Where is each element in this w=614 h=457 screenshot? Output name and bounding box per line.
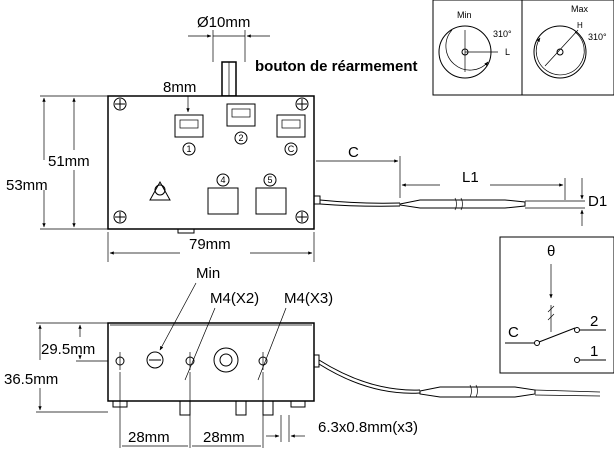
terminal-tab [262, 400, 274, 416]
switch-c-label: C [508, 324, 519, 341]
side-view [107, 322, 320, 416]
switch-theta-label: θ [547, 243, 555, 260]
side-housing [107, 322, 315, 402]
min-adjust-screw[interactable] [146, 351, 164, 369]
terminal-label-5: 5 [267, 175, 272, 185]
terminal-label-2: 2 [238, 133, 243, 143]
switch-schematic: θ C 2 1 [499, 236, 614, 374]
max-dial: Max 310° H [533, 4, 607, 79]
top-housing [107, 95, 315, 230]
tab-size-label: 6.3x0.8mm(x3) [318, 419, 418, 436]
corner-screw-icon [295, 97, 309, 111]
min-dial-l-label: L [505, 47, 510, 57]
diameter-label: Ø10mm [197, 14, 250, 31]
terminal-5 [255, 187, 287, 215]
side-view-dimensions: Min M4(X2) M4(X3) 29.5mm 36.5mm 28mm 28m… [4, 265, 418, 448]
corner-screw-icon [295, 210, 309, 224]
terminal-1 [174, 114, 204, 138]
probe-d1-label: D1 [588, 193, 607, 210]
height-inner-label: 51mm [48, 153, 90, 170]
terminal-c [276, 114, 306, 138]
height-outer-label: 53mm [6, 177, 48, 194]
side-height-2-label: 36.5mm [4, 371, 58, 388]
top-view-dimensions: Ø10mm bouton de réarmement 8mm 51mm 53mm… [6, 14, 418, 262]
spacing-2-label: 28mm [203, 429, 245, 446]
min-dial-label: Min [457, 10, 472, 20]
terminal-label-c: C [288, 144, 295, 154]
probe-bulb [399, 199, 526, 209]
top-view: 1 2 C 4 5 [107, 61, 321, 234]
ground-lug-icon [149, 180, 171, 201]
adjustment-shaft[interactable] [213, 347, 239, 373]
max-dial-label: Max [571, 4, 589, 14]
probe-assembly: C L1 D1 [316, 144, 607, 226]
terminal-tab [179, 400, 191, 416]
min-dial-angle: 310° [493, 29, 512, 39]
spacing-1-label: 28mm [128, 429, 170, 446]
max-dial-h-label: H [577, 21, 583, 30]
side-probe [318, 359, 601, 398]
dial-inset: Min 310° L Max 310° H [432, 0, 614, 96]
side-min-label: Min [196, 265, 220, 282]
m4-x2-label: M4(X2) [210, 290, 259, 307]
terminal-label-4: 4 [220, 175, 225, 185]
reset-button-label: bouton de réarmement [255, 58, 418, 75]
max-dial-angle: 310° [588, 32, 607, 42]
min-dial: Min 310° L [438, 10, 512, 79]
width-label: 79mm [189, 236, 231, 253]
probe-l1-label: L1 [462, 169, 479, 186]
offset-label: 8mm [163, 79, 196, 96]
switch-contact-1: 1 [590, 343, 598, 360]
probe-c-label: C [348, 144, 359, 161]
corner-screw-icon [113, 210, 127, 224]
m4-x3-label: M4(X3) [284, 290, 333, 307]
corner-screw-icon [113, 97, 127, 111]
terminal-2 [226, 103, 256, 127]
terminal-label-1: 1 [186, 144, 191, 154]
side-height-1-label: 29.5mm [41, 341, 95, 358]
switch-contact-2: 2 [590, 313, 598, 330]
terminal-4 [207, 187, 239, 215]
terminal-tab [235, 400, 247, 416]
